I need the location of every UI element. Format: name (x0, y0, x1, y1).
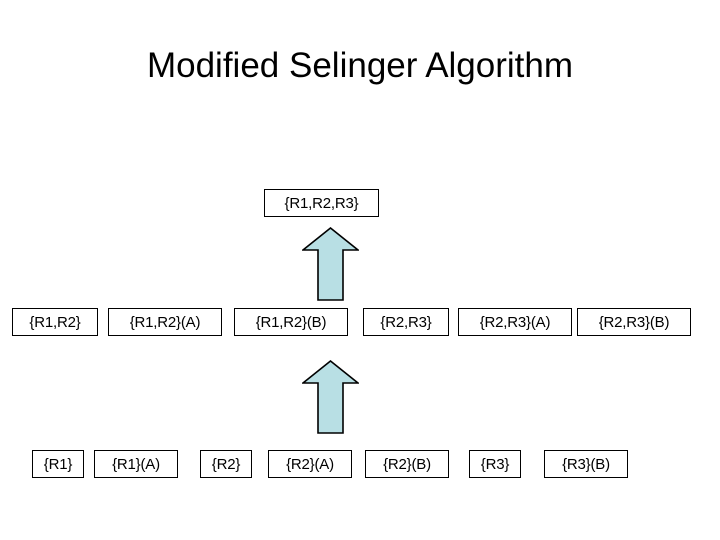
node-r1-r2[interactable]: {R1,R2} (12, 308, 98, 336)
node-r3-b[interactable]: {R3}(B) (544, 450, 628, 478)
node-r1-r2-b[interactable]: {R1,R2}(B) (234, 308, 348, 336)
node-r1-r2-a[interactable]: {R1,R2}(A) (108, 308, 222, 336)
node-r2-a[interactable]: {R2}(A) (268, 450, 352, 478)
node-r3[interactable]: {R3} (469, 450, 521, 478)
node-r2-b[interactable]: {R2}(B) (365, 450, 449, 478)
page-title: Modified Selinger Algorithm (146, 46, 574, 85)
node-r2-r3-a[interactable]: {R2,R3}(A) (458, 308, 572, 336)
node-r2-r3-b[interactable]: {R2,R3}(B) (577, 308, 691, 336)
node-r1-r2-r3[interactable]: {R1,R2,R3} (264, 189, 379, 217)
node-r1[interactable]: {R1} (32, 450, 84, 478)
node-r1-a[interactable]: {R1}(A) (94, 450, 178, 478)
node-r2[interactable]: {R2} (200, 450, 252, 478)
arrow-up-middle-to-top (302, 227, 359, 301)
node-r2-r3[interactable]: {R2,R3} (363, 308, 449, 336)
arrow-up-bottom-to-middle (302, 360, 359, 434)
